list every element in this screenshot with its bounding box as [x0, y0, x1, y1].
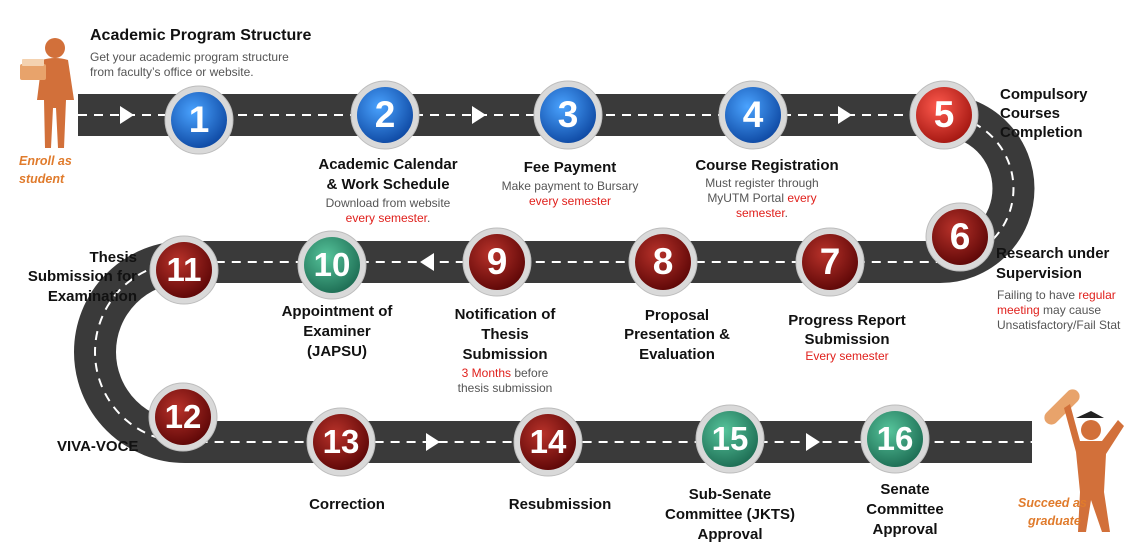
step7-title-line2: Submission	[804, 331, 890, 348]
step-4-circle	[725, 87, 781, 143]
step15-title-line1: Sub-Senate	[688, 486, 772, 503]
step8-title-line3: Evaluation	[639, 346, 715, 363]
step-5-number: 5	[933, 94, 955, 135]
end-tag-line2: graduate	[1028, 514, 1081, 528]
arrow-left-icon	[420, 253, 434, 271]
step-14-circle	[520, 414, 576, 470]
step2-desc-line1: Download from website	[325, 196, 451, 210]
step3-desc-line2: every semester	[528, 194, 612, 208]
step11-title-line2: Submission for	[27, 268, 137, 285]
step12-title: VIVA-VOCE	[57, 438, 139, 455]
step5-title-line2: Courses	[1000, 105, 1061, 122]
step10-title-line3: (JAPSU)	[306, 343, 367, 360]
start-tag-line2: student	[19, 172, 65, 186]
step-9-number: 9	[486, 241, 508, 282]
step6-title-line2: Supervision	[996, 265, 1082, 282]
step3-title: Fee Payment	[523, 159, 617, 176]
arrow-right-icon	[426, 433, 440, 451]
step-13-number: 13	[322, 423, 360, 460]
step-6-circle	[932, 209, 988, 265]
direction-arrows	[120, 106, 852, 451]
step4-title: Course Registration	[695, 157, 839, 174]
graduate-figure-icon	[1044, 389, 1124, 532]
step14-title: Resubmission	[508, 496, 612, 513]
step8-title-line2: Presentation &	[624, 326, 730, 343]
step9-desc-line1: 3 Months before	[461, 366, 549, 380]
step4-desc-line1: Must register through	[705, 176, 819, 190]
start-desc-line2: from faculty’s office or website.	[90, 65, 254, 79]
arrow-right-icon	[806, 433, 820, 451]
step-15-number: 15	[711, 420, 749, 457]
step-2-circle	[357, 87, 413, 143]
start-tag-line1: Enroll as	[19, 154, 72, 168]
arrow-right-icon	[472, 106, 486, 124]
step-10-number: 10	[313, 246, 351, 283]
step11-title-line1: Thesis	[89, 249, 137, 266]
step6-desc-line3: Unsatisfactory/Fail Stat	[997, 318, 1121, 332]
step7-desc: Every semester	[805, 349, 889, 363]
step2-title-line2: & Work Schedule	[326, 176, 450, 193]
step2-title-line1: Academic Calendar	[318, 156, 458, 173]
step-16-circle	[867, 411, 923, 467]
step6-title-line1: Research under	[996, 245, 1110, 262]
arrow-right-icon	[838, 106, 852, 124]
step13-title: Correction	[309, 496, 385, 513]
step-12-circle	[155, 389, 211, 445]
step-8-number: 8	[652, 241, 674, 282]
step3-desc-line1: Make payment to Bursary	[501, 179, 639, 193]
step-5-circle	[916, 87, 972, 143]
start-title: Academic Program Structure	[90, 27, 312, 44]
step9-title-line3: Submission	[462, 346, 548, 363]
student-figure-icon	[20, 38, 74, 148]
step-11-number: 11	[166, 251, 202, 288]
step8-title-line1: Proposal	[644, 307, 710, 324]
step4-desc-line3: semester.	[735, 206, 789, 220]
step16-title-line1: Senate	[880, 481, 930, 498]
step-9-circle	[469, 234, 525, 290]
step5-title-line1: Compulsory	[1000, 86, 1088, 103]
step5-title-line3: Completion	[1000, 124, 1083, 141]
step-6-number: 6	[949, 216, 971, 257]
step-3-number: 3	[557, 94, 579, 135]
step4-desc-line2: MyUTM Portal every	[707, 191, 817, 205]
step9-title-line1: Notification of	[454, 306, 556, 323]
step-13-circle	[313, 414, 369, 470]
step6-desc-line1: Failing to have regular	[997, 288, 1116, 302]
step9-desc-line2: thesis submission	[457, 381, 553, 395]
step-11-circle	[156, 242, 212, 298]
step-15-circle	[702, 411, 758, 467]
step11-title-line3: Examination	[47, 288, 137, 305]
step-1-circle	[171, 92, 227, 148]
start-desc-line1: Get your academic program structure	[90, 50, 289, 64]
step16-title-line3: Approval	[872, 521, 938, 538]
step-3-circle	[540, 87, 596, 143]
step10-title-line1: Appointment of	[281, 303, 393, 320]
step2-desc-line2: every semester.	[345, 211, 431, 225]
step-14-number: 14	[529, 423, 567, 460]
step-4-number: 4	[742, 94, 764, 135]
step7-title-line1: Progress Report	[788, 312, 906, 329]
step-16-number: 16	[876, 420, 914, 457]
step-10-circle	[304, 237, 360, 293]
arrow-down-icon	[148, 309, 166, 320]
step9-title-line2: Thesis	[481, 326, 529, 343]
step-7-circle	[802, 234, 858, 290]
step-2-number: 2	[374, 94, 396, 135]
step-1-number: 1	[188, 99, 210, 140]
step16-title-line2: Committee	[866, 501, 944, 518]
step15-title-line2: Committee (JKTS)	[664, 506, 795, 523]
step6-desc-line2: meeting may cause	[997, 303, 1102, 317]
step-7-number: 7	[819, 241, 841, 282]
arrow-right-icon	[120, 106, 134, 124]
step10-title-line2: Examiner	[303, 323, 371, 340]
step-12-number: 12	[164, 398, 202, 435]
end-tag-line1: Succeed as	[1018, 496, 1087, 510]
step-8-circle	[635, 234, 691, 290]
